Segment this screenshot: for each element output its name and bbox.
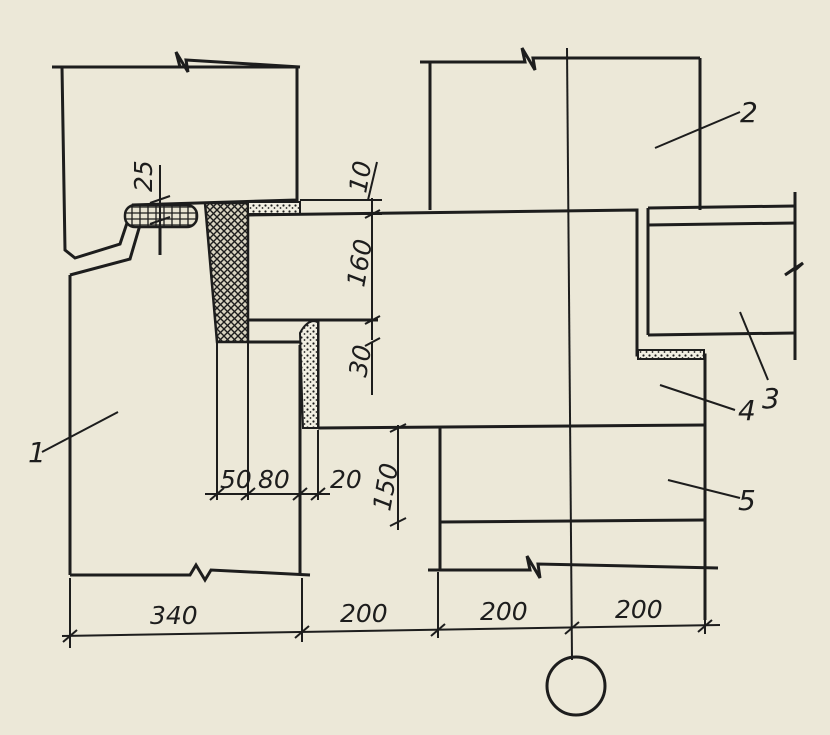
dim-10: 10 xyxy=(343,159,377,195)
callout-5: 5 xyxy=(738,484,756,517)
dim-200-b: 200 xyxy=(480,597,528,626)
left-wall-panel xyxy=(52,51,311,583)
dim-200-c: 200 xyxy=(615,595,663,624)
dim-30: 30 xyxy=(343,343,377,379)
lower-right-panel xyxy=(428,428,719,620)
dimension-lines xyxy=(61,161,721,648)
grout-strip-top xyxy=(247,201,301,215)
dim-80: 80 xyxy=(258,465,290,494)
grout-strip-vertical xyxy=(298,320,319,429)
grout-under-slab xyxy=(637,349,705,360)
dim-20: 20 xyxy=(330,465,362,494)
upper-right-panel xyxy=(420,47,702,210)
insulation-liner xyxy=(203,201,250,344)
axis-line xyxy=(566,47,573,661)
callout-3: 3 xyxy=(762,382,780,415)
dim-340: 340 xyxy=(150,601,198,630)
floor-slab-right xyxy=(646,192,804,360)
dim-25: 25 xyxy=(129,160,158,192)
callout-leaders xyxy=(41,111,769,499)
callout-1: 1 xyxy=(28,436,46,469)
dim-50: 50 xyxy=(220,465,252,494)
dim-200-a: 200 xyxy=(340,599,388,628)
callout-2: 2 xyxy=(740,96,758,129)
callout-4: 4 xyxy=(738,394,756,427)
axis-marker-circle xyxy=(545,655,607,717)
